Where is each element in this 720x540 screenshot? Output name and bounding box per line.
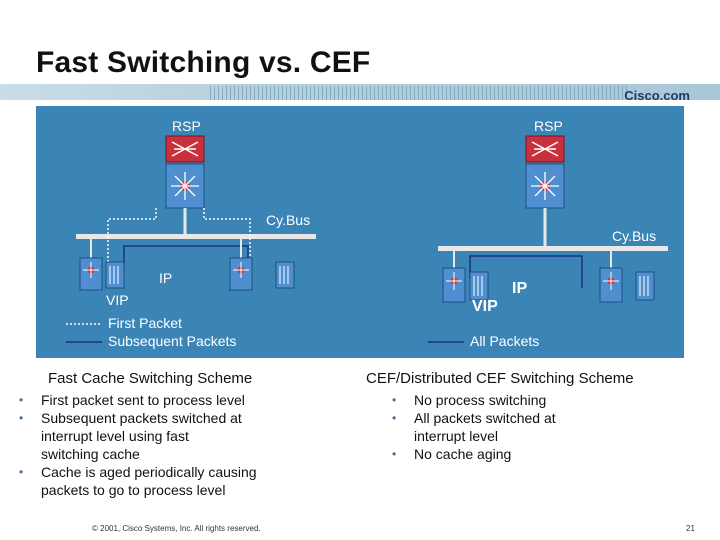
- vip-card-icon: [599, 267, 623, 303]
- list-item: •No process switching: [392, 392, 547, 408]
- rsp-router-icon: [525, 135, 565, 163]
- vip-card-icon: [442, 267, 466, 303]
- vip-label: VIP: [106, 292, 129, 308]
- list-item: •First packet sent to process level: [19, 392, 245, 408]
- header-stripes: [210, 86, 630, 100]
- vip-card-icon: [229, 257, 253, 291]
- ip-label: IP: [159, 270, 173, 286]
- fast-switching-diagram: [66, 135, 316, 343]
- bullet-icon: •: [392, 411, 397, 425]
- rsp-label: RSP: [534, 118, 563, 134]
- port-adapter-icon: [469, 271, 489, 301]
- fast-cache-scheme-title: Fast Cache Switching Scheme: [48, 370, 253, 387]
- list-item: •Subsequent packets switched at: [19, 410, 242, 426]
- cisco-logo: Cisco.com: [624, 88, 690, 103]
- list-item: •No cache aging: [392, 446, 512, 462]
- fast-cache-bullets: •First packet sent to process level •Sub…: [19, 391, 331, 499]
- list-item: •Cache is aged periodically causing: [19, 464, 257, 480]
- port-adapter-icon: [635, 271, 655, 301]
- legend-all-packets: All Packets: [470, 333, 540, 349]
- slide-title: Fast Switching vs. CEF: [36, 46, 371, 79]
- cef-diagram: [428, 135, 668, 343]
- copyright-footer: © 2001, Cisco Systems, Inc. All rights r…: [92, 524, 261, 533]
- port-adapter-icon: [275, 261, 295, 289]
- cybus-bar: [76, 234, 316, 239]
- cef-bullets: •No process switching •All packets switc…: [392, 391, 704, 463]
- bullet-icon: •: [19, 393, 24, 407]
- port-adapter-icon: [105, 261, 125, 289]
- cef-scheme-title: CEF/Distributed CEF Switching Scheme: [366, 370, 634, 387]
- list-item: •All packets switched at: [392, 410, 556, 426]
- page-number: 21: [686, 524, 695, 533]
- list-item: interrupt level using fast: [41, 428, 189, 444]
- vip-card-icon: [79, 257, 103, 291]
- cybus-label: Cy.Bus: [266, 212, 311, 228]
- legend-subsequent-packets: Subsequent Packets: [108, 333, 237, 349]
- bullet-icon: •: [392, 393, 397, 407]
- vip-label: VIP: [472, 298, 498, 315]
- bullet-icon: •: [19, 411, 24, 425]
- cybus-label: Cy.Bus: [612, 228, 657, 244]
- rsp-switch-icon: [165, 163, 205, 209]
- list-item: packets to go to process level: [41, 482, 226, 498]
- legend-first-packet: First Packet: [108, 315, 182, 331]
- ip-label: IP: [512, 280, 528, 297]
- fast-switching-panel: RSP Cy.Bus IP VIP First Packet Subsequen…: [36, 106, 364, 358]
- rsp-switch-icon: [525, 163, 565, 209]
- bullet-icon: •: [392, 447, 397, 461]
- cybus-bar: [438, 246, 668, 251]
- list-item: interrupt level: [414, 428, 499, 444]
- rsp-router-icon: [165, 135, 205, 163]
- list-item: switching cache: [41, 446, 140, 462]
- bullet-icon: •: [19, 465, 24, 479]
- cef-panel: RSP Cy.Bus IP VIP All Packets: [356, 106, 684, 358]
- rsp-label: RSP: [172, 118, 201, 134]
